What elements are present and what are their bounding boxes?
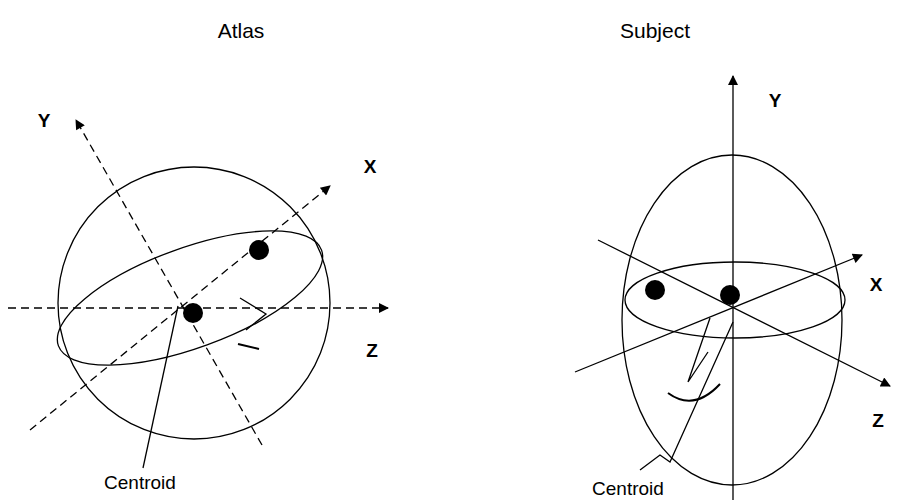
subject-equator	[625, 262, 845, 338]
atlas-mouth	[238, 344, 259, 349]
subject-z-axis	[598, 240, 890, 386]
axis-label: Y	[769, 91, 782, 110]
axis-label: Z	[366, 341, 378, 360]
subject-eye	[645, 280, 665, 300]
atlas-nose	[240, 298, 266, 330]
axis-label: Y	[38, 111, 51, 130]
panel-title: Atlas	[218, 20, 265, 41]
subject-nose	[688, 318, 710, 382]
axis-label: X	[870, 275, 883, 294]
atlas-x-axis	[30, 186, 330, 430]
atlas-equator	[41, 203, 338, 393]
atlas-centroid-leader	[143, 306, 178, 468]
atlas-y-axis	[76, 120, 262, 445]
subject-centroid-leader	[640, 322, 733, 470]
atlas-eye	[183, 303, 203, 323]
atlas-eye	[249, 240, 269, 260]
centroid-label: Centroid	[104, 473, 176, 492]
centroid-label: Centroid	[592, 479, 664, 498]
subject-eye	[720, 285, 740, 305]
subject-head	[622, 155, 842, 485]
axis-label: Z	[872, 411, 884, 430]
axis-label: X	[364, 157, 377, 176]
atlas-head	[58, 167, 330, 439]
panel-title: Subject	[620, 20, 690, 41]
subject-mouth	[668, 384, 720, 401]
